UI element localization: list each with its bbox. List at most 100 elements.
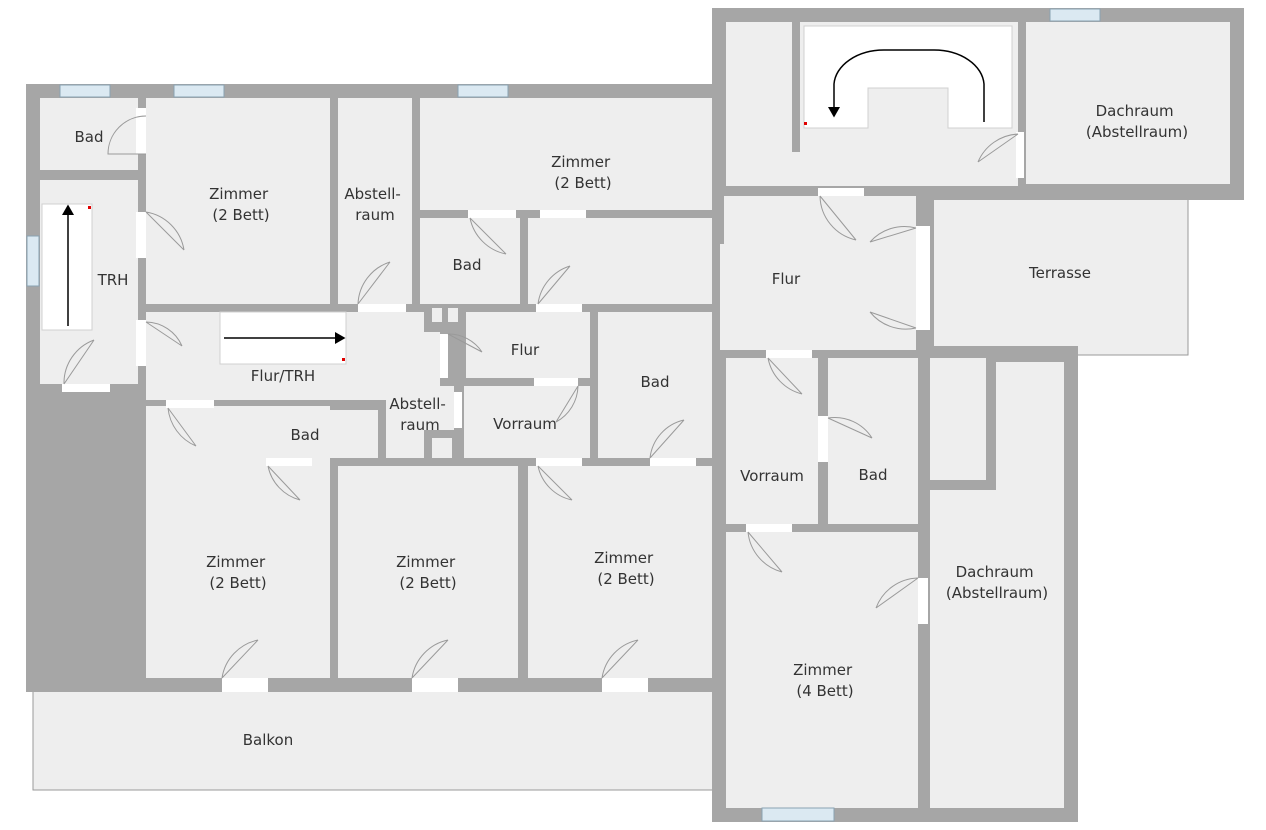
staircase-upper-winding	[803, 25, 1013, 129]
door-gap	[650, 458, 696, 466]
floor-vorraum-center	[464, 386, 590, 458]
door-gap	[818, 188, 864, 196]
door-swing	[221, 639, 259, 679]
room-label-dachraum-top: Dachraum (Abstellraum)	[1086, 102, 1188, 141]
floor-bad-top-left	[40, 98, 138, 170]
door-gap	[136, 108, 146, 154]
floor-bad-center-north	[420, 218, 520, 304]
floor-zimmer-nw	[146, 98, 330, 304]
wall-segment	[930, 480, 996, 490]
door-swing	[411, 639, 449, 679]
door-swing	[145, 321, 183, 347]
wall-segment	[792, 22, 800, 152]
door-gap	[358, 304, 406, 312]
windows	[26, 8, 1101, 822]
staircases	[41, 25, 1013, 365]
door-gap	[602, 678, 648, 692]
room-label-zimmer-n: Zimmer (2 Bett)	[551, 153, 615, 192]
wall-segment	[986, 346, 996, 490]
room-label-flur-center: Flur	[511, 341, 540, 359]
door-gap	[534, 378, 578, 386]
room-label-bad-center-north: Bad	[452, 256, 481, 274]
stair-flight	[41, 203, 93, 331]
door-swing	[267, 465, 301, 501]
room-label-abstellraum-small: Abstell- raum	[389, 395, 450, 434]
door-gap	[136, 212, 146, 258]
room-label-zimmer-se: Zimmer (2 Bett)	[594, 549, 658, 588]
door-swing	[747, 531, 783, 573]
door-swing	[537, 265, 571, 305]
stair-direction-arrow	[828, 49, 985, 122]
floor-dachraum-east	[930, 362, 1064, 808]
room-label-dachraum-east: Dachraum (Abstellraum)	[946, 563, 1048, 602]
room-label-flur-trh: Flur/TRH	[251, 367, 315, 385]
door-swing	[819, 195, 857, 241]
door-gap	[266, 458, 312, 466]
floor-dachraum-top	[1026, 22, 1230, 184]
door-swing	[145, 211, 185, 251]
staircase-left	[41, 203, 93, 331]
room-label-bad-center-east: Bad	[640, 373, 669, 391]
door-gap	[540, 210, 586, 218]
terrasse-floor	[929, 194, 1189, 356]
window	[59, 84, 111, 98]
room-label-zimmer-sw: Zimmer (2 Bett)	[206, 553, 270, 592]
door-gap	[454, 392, 462, 428]
room-label-zimmer-nw: Zimmer (2 Bett)	[209, 185, 273, 224]
door-gap	[818, 416, 828, 462]
door-gap	[440, 334, 448, 378]
room-label-flur-east: Flur	[772, 270, 801, 288]
stair-marker	[88, 206, 91, 209]
door-gap	[536, 304, 582, 312]
door-swing	[555, 385, 579, 423]
wall-segment	[448, 308, 458, 322]
wall-segment	[432, 438, 452, 458]
door-gap	[62, 384, 110, 392]
wall-segment	[918, 346, 930, 808]
window	[1049, 8, 1101, 22]
room-label-zimmer-4bett: Zimmer (4 Bett)	[793, 661, 857, 700]
door-swing	[469, 217, 507, 255]
floor-zimmer-se	[528, 466, 712, 678]
wall-segment	[424, 304, 466, 332]
door-swing	[107, 115, 147, 155]
door-swing	[869, 226, 917, 243]
door-swing	[827, 417, 873, 439]
floor-zimmer-sw	[146, 406, 330, 678]
door-swing	[601, 639, 639, 679]
room-label-bad-center-south: Bad	[290, 426, 319, 444]
floor-zimmer-n	[420, 98, 712, 210]
wall-segment	[432, 308, 442, 322]
door-openings	[62, 108, 1024, 692]
wall-segment	[712, 196, 724, 244]
room-label-vorraum-center: Vorraum	[493, 415, 557, 433]
door-gap	[222, 678, 268, 692]
door-gap	[766, 350, 812, 358]
room-label-balkon: Balkon	[243, 731, 294, 749]
window	[26, 235, 40, 287]
wall-segment	[712, 188, 734, 196]
door-swing	[63, 339, 95, 385]
wall-segment	[1064, 346, 1078, 822]
window	[173, 84, 225, 98]
door-swing	[977, 133, 1019, 163]
door-gap	[136, 320, 146, 366]
room-labels: Bad TRH Zimmer (2 Bett) Abstell- raum Zi…	[74, 102, 1188, 749]
floor-corridor-north	[528, 218, 712, 304]
door-swing	[767, 357, 803, 395]
floor-zimmer-4bett	[726, 532, 918, 808]
door-gap	[1016, 132, 1024, 178]
room-label-bad-east: Bad	[858, 466, 887, 484]
door-gap	[468, 210, 516, 218]
floor-vorraum-east	[726, 358, 818, 524]
door-gap	[412, 678, 458, 692]
wall-segment	[1018, 22, 1026, 190]
door-gap	[166, 400, 214, 408]
door-swing	[537, 465, 573, 501]
stair-flight	[803, 25, 1013, 129]
room-label-terrasse: Terrasse	[1028, 264, 1091, 282]
room-label-trh-left: TRH	[97, 271, 129, 289]
door-gap	[746, 524, 792, 532]
stair-marker	[342, 358, 345, 361]
